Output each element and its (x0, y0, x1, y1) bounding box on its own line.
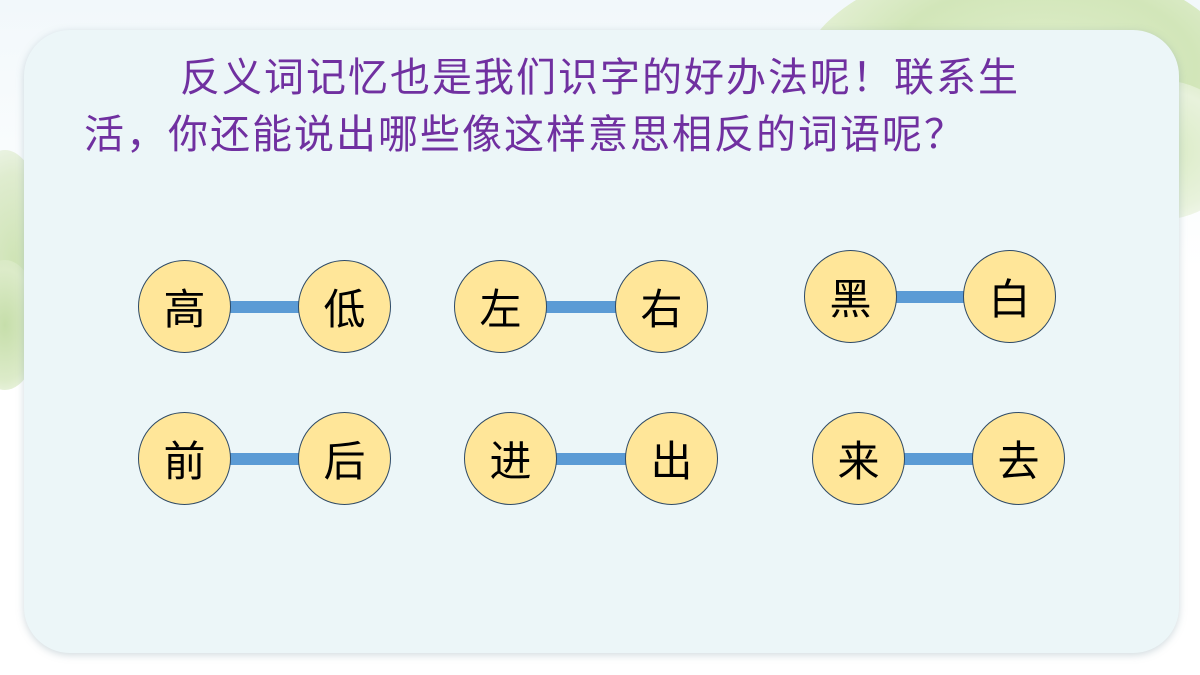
word-circle[interactable]: 黑 (804, 250, 897, 343)
word-circle[interactable]: 前 (138, 412, 231, 505)
word-circle[interactable]: 后 (298, 412, 391, 505)
word-circle[interactable]: 右 (615, 260, 708, 353)
word-circle[interactable]: 来 (812, 412, 905, 505)
content-card (24, 30, 1179, 653)
word-circle[interactable]: 去 (972, 412, 1065, 505)
antonym-pair: 进 出 (464, 412, 718, 508)
question-text: 反义词记忆也是我们识字的好办法呢！联系生活，你还能说出哪些像这样意思相反的词语呢… (84, 55, 1020, 158)
antonym-pair: 高 低 (138, 260, 391, 356)
word-circle[interactable]: 高 (138, 260, 231, 353)
antonym-pair: 前 后 (138, 412, 391, 508)
antonym-pair: 黑 白 (804, 250, 1056, 346)
word-circle[interactable]: 白 (963, 250, 1056, 343)
word-circle[interactable]: 出 (625, 412, 718, 505)
antonym-pair: 来 去 (812, 412, 1065, 508)
word-circle[interactable]: 低 (298, 260, 391, 353)
antonym-pair: 左 右 (454, 260, 708, 356)
word-circle[interactable]: 左 (454, 260, 547, 353)
word-circle[interactable]: 进 (464, 412, 557, 505)
